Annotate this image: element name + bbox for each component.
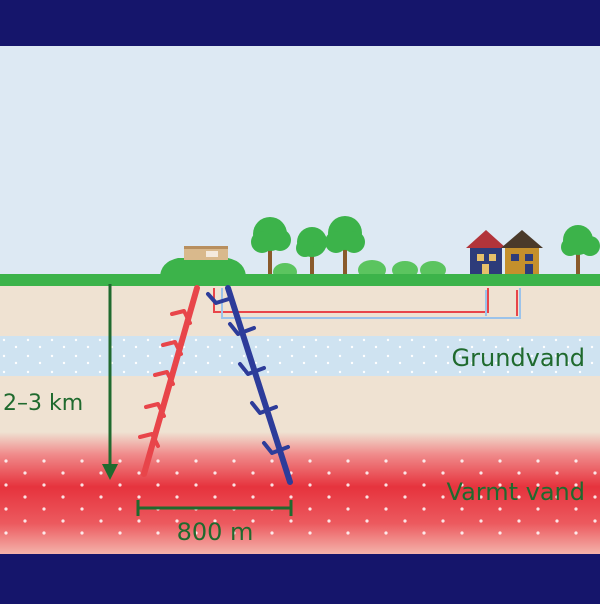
house-blue [466, 230, 506, 276]
groundwater-dots [0, 336, 600, 376]
top-frame-bar [0, 0, 600, 46]
distance-marker [136, 500, 293, 516]
production-well [138, 285, 200, 477]
distance-label: 800 m [177, 518, 254, 546]
house-yellow [501, 230, 543, 276]
hot-water-dots [0, 452, 600, 542]
trees [251, 216, 600, 276]
bottom-frame-bar [0, 554, 600, 600]
depth-arrow [102, 284, 118, 480]
injection-well [206, 285, 293, 485]
geothermal-plant [160, 246, 246, 278]
ground-surface [0, 274, 600, 286]
depth-label: 2–3 km [3, 391, 83, 416]
groundwater-label: Grundvand [452, 344, 585, 372]
hot-water-label: Varmt vand [447, 478, 585, 506]
